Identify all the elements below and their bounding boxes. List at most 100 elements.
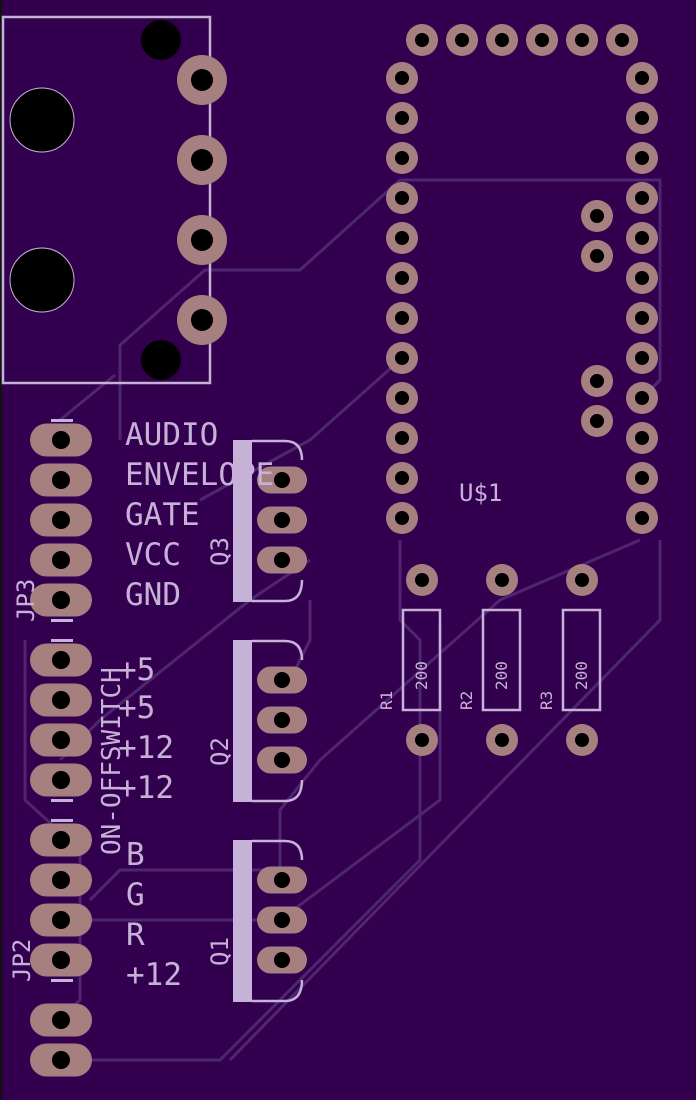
pad [386, 62, 418, 94]
pad [626, 502, 658, 534]
traces [23, 178, 662, 1062]
r1-value: 200 [412, 661, 431, 690]
pad [626, 462, 658, 494]
pad [626, 422, 658, 454]
pad [257, 546, 307, 574]
pad [581, 365, 613, 397]
switch-pin-label: +5 [118, 652, 155, 688]
pad [386, 382, 418, 414]
pad [30, 683, 92, 717]
pad [30, 583, 92, 617]
pad [386, 102, 418, 134]
pad [406, 724, 438, 756]
jp2-pin-label: +12 [126, 957, 182, 993]
pad [581, 240, 613, 272]
r2-value: 200 [492, 661, 511, 690]
pad [257, 906, 307, 934]
pad [30, 723, 92, 757]
jp3-ref: JP3 [12, 579, 40, 622]
pad [30, 863, 92, 897]
pad [30, 423, 92, 457]
pad [581, 405, 613, 437]
pad [30, 503, 92, 537]
pad [257, 746, 307, 774]
jp3-pin-label: AUDIO [125, 417, 218, 453]
pad [177, 135, 227, 185]
pad [30, 763, 92, 797]
jp3-pin-label: VCC [125, 537, 181, 573]
pad [626, 182, 658, 214]
switch-pin-label: +12 [118, 770, 174, 806]
mount-hole [9, 87, 75, 153]
pad [30, 543, 92, 577]
jp2-pin-label: G [126, 877, 145, 913]
pad [30, 463, 92, 497]
pad [257, 666, 307, 694]
pad [626, 382, 658, 414]
pad [177, 295, 227, 345]
jp3-pin-label: GND [125, 577, 181, 613]
pad [626, 102, 658, 134]
pad [626, 342, 658, 374]
pad [30, 643, 92, 677]
pad [566, 724, 598, 756]
switch-pin-label: +5 [118, 690, 155, 726]
pad [406, 564, 438, 596]
pad [626, 302, 658, 334]
jp2-pin-label: B [126, 837, 145, 873]
pad [386, 422, 418, 454]
jp3-pin-label: ENVELOPE [125, 457, 274, 493]
pad [257, 466, 307, 494]
pad [30, 903, 92, 937]
mount-hole [9, 247, 75, 313]
header-silk [51, 419, 73, 982]
jp3-pin-label: GATE [125, 497, 200, 533]
q2-ref: Q2 [206, 737, 234, 766]
pad [30, 1043, 92, 1077]
mount-hole [141, 340, 181, 380]
pad [177, 215, 227, 265]
pad [626, 262, 658, 294]
pad [446, 24, 478, 56]
r1-ref: R1 [377, 691, 396, 710]
pad [386, 182, 418, 214]
pad [486, 24, 518, 56]
pad [386, 262, 418, 294]
pad [526, 24, 558, 56]
pad [626, 62, 658, 94]
pad [257, 866, 307, 894]
pad [257, 706, 307, 734]
audio-jack [1, 15, 212, 385]
pad [257, 506, 307, 534]
pad [406, 24, 438, 56]
board-edge [0, 0, 2, 1100]
pad [386, 222, 418, 254]
pad [386, 142, 418, 174]
pad [386, 502, 418, 534]
pad [606, 24, 638, 56]
transistor-outlines [233, 439, 304, 1003]
q1-ref: Q1 [206, 937, 234, 966]
mount-hole [141, 20, 181, 60]
pad [257, 946, 307, 974]
jp2-pin-label: R [126, 917, 145, 953]
pad [386, 462, 418, 494]
pad [386, 302, 418, 334]
q3-ref: Q3 [206, 537, 234, 566]
ic-ref: U$1 [459, 479, 502, 507]
resistor-outlines [401, 608, 602, 712]
pad [581, 200, 613, 232]
pad [30, 943, 92, 977]
pad [486, 564, 518, 596]
pad [626, 142, 658, 174]
pad [30, 1003, 92, 1037]
r3-value: 200 [572, 661, 591, 690]
pad [566, 24, 598, 56]
jp2-ref: JP2 [8, 939, 36, 982]
r2-ref: R2 [457, 691, 476, 710]
switch-pin-label: +12 [118, 730, 174, 766]
switch-ref: ON-OFFSWITCH [97, 667, 127, 855]
pad [177, 55, 227, 105]
